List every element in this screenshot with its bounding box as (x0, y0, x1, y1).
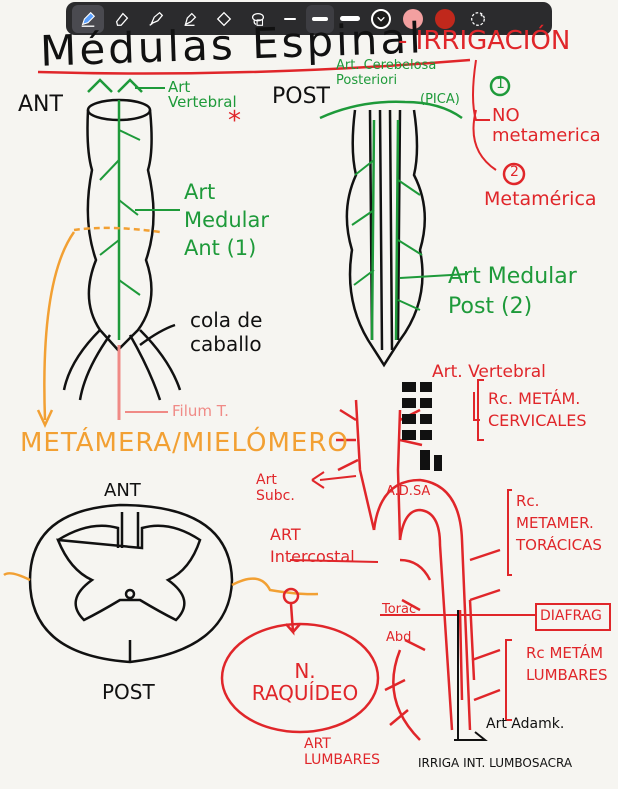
metamerica-label: Metamérica (484, 188, 597, 210)
anterior-spinal-cord (62, 98, 182, 401)
art-subc-label: Art Subc. (256, 472, 295, 504)
cross-section-ant-label: ANT (104, 480, 141, 501)
art-medular-ant-label: Art Medular Ant (1) (184, 180, 270, 260)
diafrag-label: DIAFRAG (540, 608, 602, 624)
color-picker-icon[interactable] (462, 5, 494, 33)
color-dark-red[interactable] (435, 8, 455, 29)
post-label: POST (272, 84, 330, 109)
posterior-spinal-cord (345, 109, 426, 368)
cross-section-post-label: POST (102, 680, 155, 704)
aorta-diagram (336, 399, 501, 741)
stroke-thick[interactable] (336, 5, 364, 33)
metamerica-number: 2 (510, 164, 519, 180)
irrigacion-heading: - IRRIGACIÓN (398, 26, 571, 56)
no-metamerica-number: 1 (496, 76, 505, 92)
lasso-icon[interactable] (242, 5, 274, 33)
vertebrae-blocks (402, 382, 442, 471)
stroke-thin[interactable] (276, 5, 304, 33)
stroke-medium[interactable] (306, 4, 334, 33)
no-metamerica-label: NO metamerica (492, 105, 601, 146)
art-medular-post-label: Art Medular Post (2) (448, 264, 577, 319)
highlighter-icon[interactable] (140, 5, 172, 33)
n-raquideo-label: N. RAQUÍDEO (251, 659, 359, 705)
torac-label: Torac (382, 602, 417, 617)
irriga-label: IRRIGA INT. LUMBOSACRA (418, 756, 573, 770)
rc-metam-toracicas-label: Rc. METAMER. TORÁCICAS (516, 492, 602, 554)
pen-icon[interactable] (72, 4, 104, 33)
star-mark: * (228, 106, 241, 136)
abd-label: Abd (386, 630, 412, 645)
filum-label: Filum T. (172, 402, 229, 420)
rc-metam-lumbares-label: Rc METÁM LUMBARES (526, 644, 608, 684)
art-vertebral-2-label: Art. Vertebral (432, 362, 546, 382)
eraser-icon[interactable] (106, 5, 138, 33)
drawing-toolbar (66, 2, 552, 35)
aorta-label: A.D.SA (386, 484, 431, 499)
metamera-heading: METÁMERA/MIELÓMERO (20, 428, 349, 458)
art-lumbares-label: ART LUMBARES (304, 736, 381, 768)
color-black-selected[interactable] (371, 8, 391, 29)
pica-label: (PICA) (420, 92, 460, 107)
rc-metam-cervicales-label: Rc. METÁM. CERVICALES (488, 389, 587, 430)
art-vertebral-label: Art Vertebral (168, 78, 237, 111)
ant-label: ANT (18, 92, 63, 117)
cola-de-caballo-label: cola de caballo (190, 308, 263, 356)
art-adamk-label: Art Adamk. (486, 716, 565, 732)
marker-icon[interactable] (174, 5, 206, 33)
art-cerebelosa-label: Art. Cerebelosa Posteriori (336, 58, 437, 88)
shape-icon[interactable] (208, 5, 240, 33)
color-pink[interactable] (403, 8, 423, 29)
art-intercostal-label: ART Intercostal (270, 525, 355, 566)
cross-section (28, 503, 234, 664)
